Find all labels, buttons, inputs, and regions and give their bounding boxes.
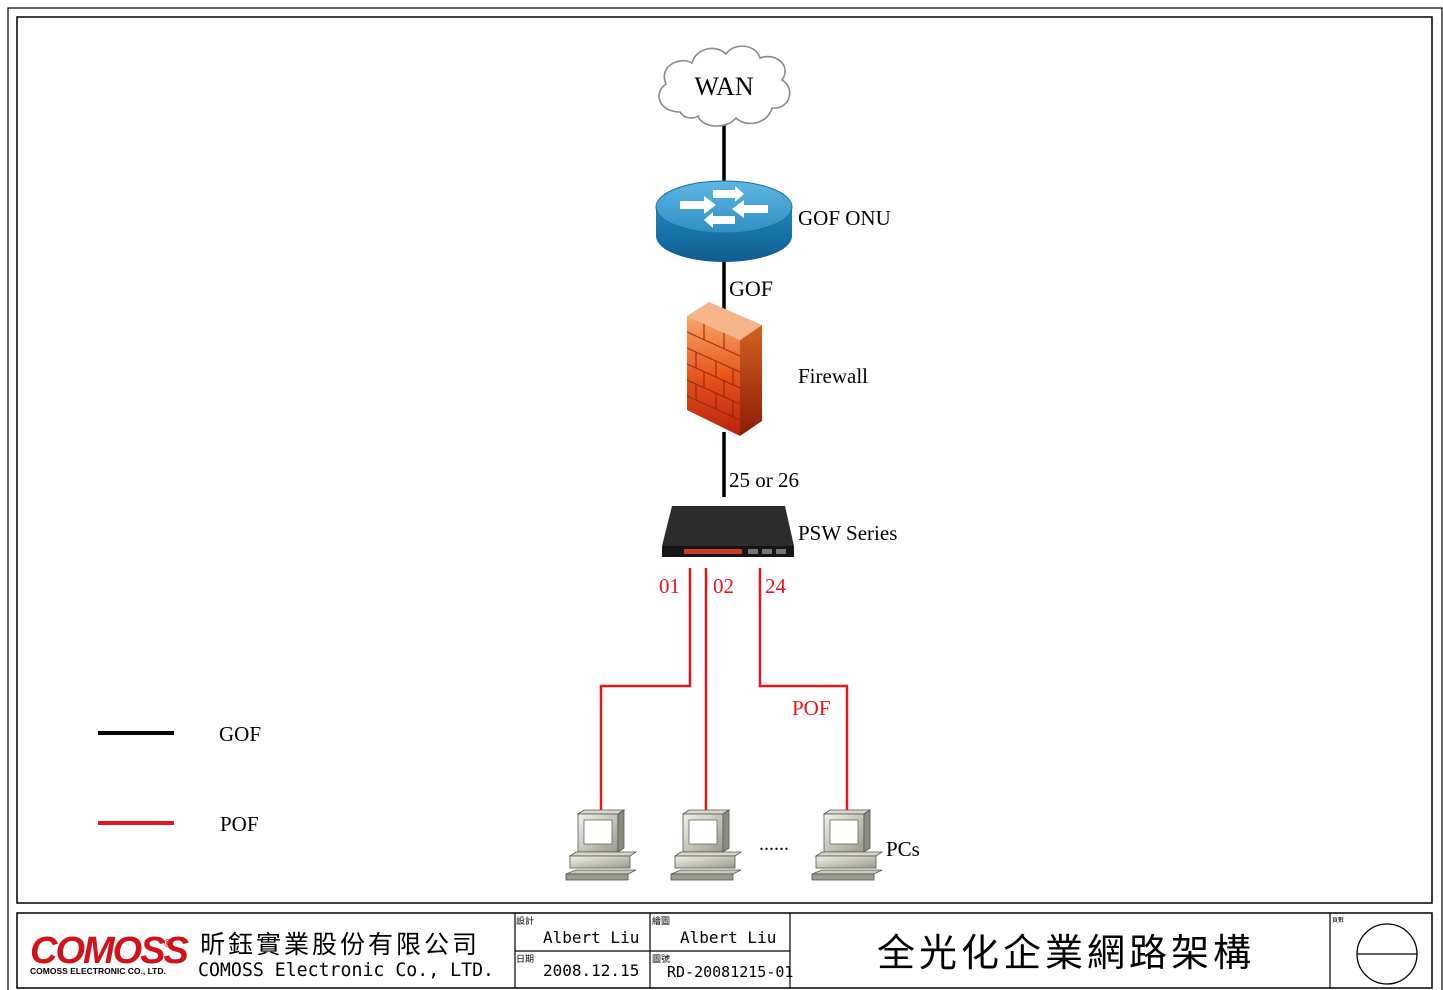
pc-icon [811,809,884,881]
comoss-logo: COMOSS ® COMOSS ELECTRONIC CO., LTD. [30,930,191,976]
date-label: 日期 [516,954,534,965]
pof-link-label: POF [792,696,831,720]
draw-label: 繪圖 [652,915,670,927]
uplink-port-label: 25 or 26 [729,468,799,492]
pof-links [599,568,849,814]
port-24-label: 24 [765,574,787,598]
firewall-label: Firewall [798,364,868,388]
svg-text:COMOSS: COMOSS [30,930,189,972]
switch-icon [662,506,794,557]
port-01-label: 01 [659,574,680,598]
date-value: 2008.12.15 [543,961,639,980]
company-name-zh: 昕鈺實業股份有限公司 [200,931,480,959]
pcs-label: PCs [886,837,920,861]
drawing-title: 全光化企業網路架構 [877,933,1255,975]
firewall-icon [686,302,762,436]
wan-label: WAN [694,72,753,101]
legend-gof-label: GOF [219,722,261,746]
design-value: Albert Liu [543,928,639,947]
sheet-label: 頁數 [1332,916,1344,924]
legend: GOF POF [98,722,261,836]
ellipsis-label: ...... [759,833,789,855]
router-label: GOF ONU [798,206,891,230]
svg-text:®: ® [164,938,172,950]
drawing-no-label: 圖號 [652,953,670,965]
pc-icon [670,809,743,881]
svg-text:COMOSS ELECTRONIC CO., LTD.: COMOSS ELECTRONIC CO., LTD. [30,966,166,976]
port-02-label: 02 [713,574,734,598]
legend-pof-label: POF [220,812,259,836]
drawing-border [16,16,1433,904]
design-label: 設計 [516,915,534,927]
switch-label: PSW Series [798,521,897,545]
title-block [16,912,1433,989]
pc-icon [565,809,638,881]
draw-value: Albert Liu [680,928,776,947]
gof-link-label: GOF [729,276,773,301]
router-icon [655,180,793,262]
drawing-no-value: RD-20081215-01 [667,963,793,981]
company-name-en: COMOSS Electronic Co., LTD. [198,959,494,981]
wan-cloud-icon [658,45,791,127]
outer-border [7,7,1443,990]
